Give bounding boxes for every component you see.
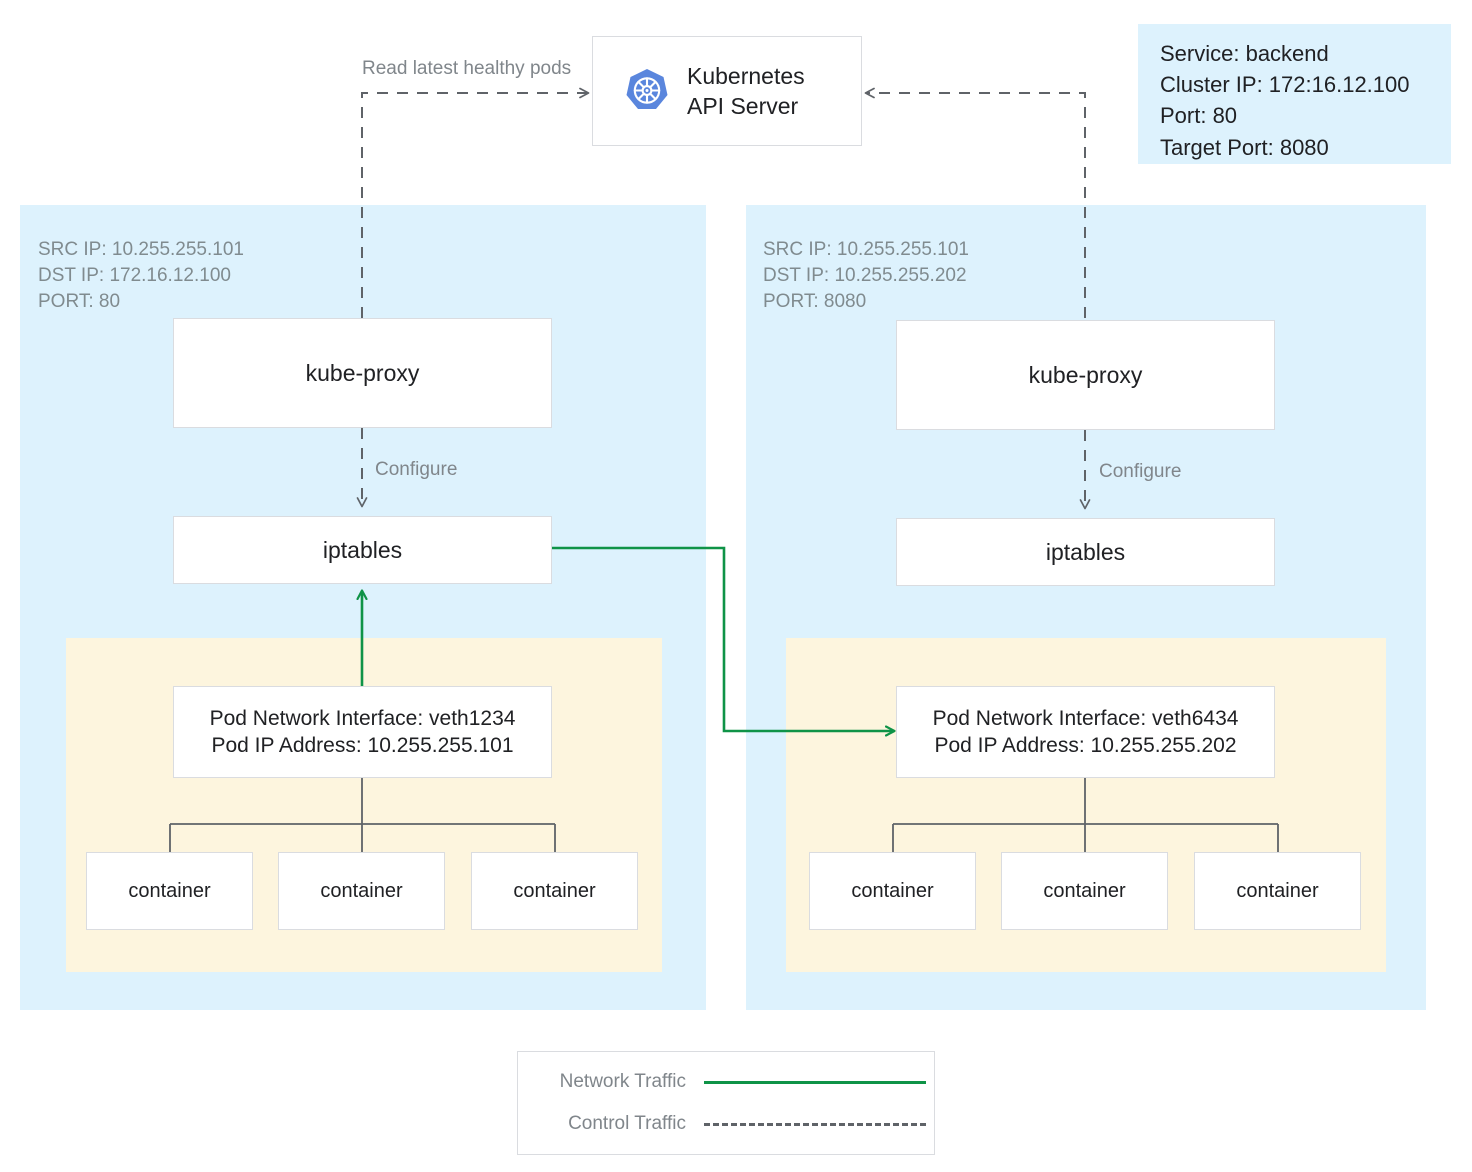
left-pod-network-interface-box[interactable]: Pod Network Interface: veth1234 Pod IP A… (173, 686, 552, 778)
right-pod-ip-line: Pod IP Address: 10.255.255.202 (934, 734, 1237, 757)
right-container-3-label: container (1236, 879, 1319, 902)
legend-swatch-dashed-line (704, 1122, 926, 1126)
legend: Network Traffic Control Traffic (517, 1051, 935, 1155)
left-iptables-box[interactable]: iptables (173, 516, 552, 584)
right-container-2-label: container (1043, 879, 1126, 902)
right-kube-proxy-label: kube-proxy (1028, 361, 1143, 388)
left-pod-interface-line: Pod Network Interface: veth1234 (209, 706, 516, 730)
legend-label-network-traffic: Network Traffic (559, 1071, 686, 1092)
api-server-label: Kubernetes API Server (687, 62, 805, 119)
right-container-1-label: container (851, 879, 934, 902)
left-node-packet-meta: SRC IP: 10.255.255.101 DST IP: 172.16.12… (38, 239, 244, 313)
left-container-1-label: container (128, 879, 211, 902)
left-container-3-label: container (513, 879, 596, 902)
right-pod-interface-text: Pod Network Interface: veth6434 Pod IP A… (933, 705, 1239, 760)
left-container-3[interactable]: container (471, 852, 638, 930)
legend-swatch-solid-line (704, 1080, 926, 1084)
edge-label-configure-left: Configure (375, 459, 458, 480)
edge-label-read-latest-healthy-pods: Read latest healthy pods (362, 58, 572, 79)
right-kube-proxy-box[interactable]: kube-proxy (896, 320, 1275, 430)
right-container-1[interactable]: container (809, 852, 976, 930)
left-iptables-label: iptables (322, 536, 403, 563)
right-iptables-label: iptables (1045, 538, 1126, 565)
right-container-3[interactable]: container (1194, 852, 1361, 930)
left-kube-proxy-box[interactable]: kube-proxy (173, 318, 552, 428)
kubernetes-api-server-box[interactable]: Kubernetes API Server (592, 36, 862, 146)
edge-label-configure-right: Configure (1099, 461, 1182, 482)
left-pod-interface-text: Pod Network Interface: veth1234 Pod IP A… (210, 705, 516, 760)
right-iptables-box[interactable]: iptables (896, 518, 1275, 586)
left-container-2-label: container (320, 879, 403, 902)
right-pod-network-interface-box[interactable]: Pod Network Interface: veth6434 Pod IP A… (896, 686, 1275, 778)
left-container-2[interactable]: container (278, 852, 445, 930)
legend-item-network-traffic: Network Traffic (536, 1068, 926, 1096)
legend-label-control-traffic: Control Traffic (568, 1113, 686, 1134)
right-node-packet-meta: SRC IP: 10.255.255.101 DST IP: 10.255.25… (763, 239, 969, 313)
left-container-1[interactable]: container (86, 852, 253, 930)
kubernetes-logo-icon (623, 67, 671, 115)
left-pod-ip-line: Pod IP Address: 10.255.255.101 (211, 734, 514, 757)
right-container-2[interactable]: container (1001, 852, 1168, 930)
left-kube-proxy-label: kube-proxy (305, 359, 420, 386)
right-pod-interface-line: Pod Network Interface: veth6434 (932, 706, 1239, 730)
legend-item-control-traffic: Control Traffic (536, 1110, 926, 1138)
service-info-card: Service: backend Cluster IP: 172:16.12.1… (1138, 24, 1451, 164)
